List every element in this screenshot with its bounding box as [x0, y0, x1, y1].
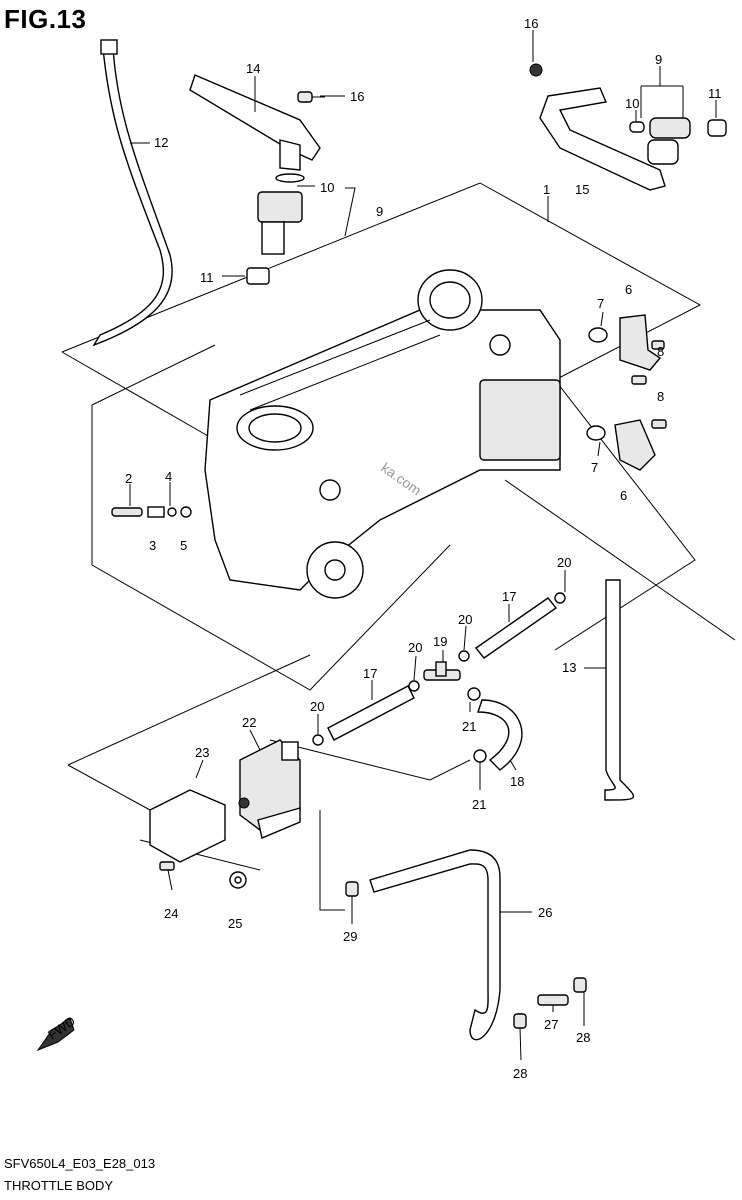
throttle-body-1: ka.com — [204, 269, 561, 599]
callout-20a: 20 — [557, 555, 571, 570]
injector-9-top — [246, 191, 303, 285]
callout-24: 24 — [164, 906, 178, 921]
sensor-6-upper — [588, 314, 665, 385]
callouts: 1 2 3 4 5 6 6 7 7 8 8 9 9 10 10 11 11 12… — [125, 16, 722, 1081]
fwd-arrow-icon: FWD — [36, 1013, 78, 1052]
screw-24 — [159, 861, 175, 891]
callout-17b: 17 — [363, 666, 377, 681]
callout-7a: 7 — [597, 296, 604, 311]
figure-title: FIG.13 — [4, 4, 87, 34]
figure-name: THROTTLE BODY — [4, 1178, 114, 1193]
callout-21b: 21 — [472, 797, 486, 812]
washer-4 — [167, 507, 177, 517]
callout-20b: 20 — [458, 612, 472, 627]
callout-19: 19 — [433, 634, 447, 649]
hose-17-right — [474, 597, 558, 659]
callout-15: 15 — [575, 182, 589, 197]
callout-27: 27 — [544, 1017, 558, 1032]
hose-26 — [369, 849, 501, 1041]
hose-18 — [477, 699, 523, 771]
callout-11a: 11 — [708, 86, 722, 101]
callout-8b: 8 — [657, 389, 664, 404]
callout-10a: 10 — [625, 96, 639, 111]
callout-16a: 16 — [524, 16, 538, 31]
sensor-6-lower — [586, 419, 667, 471]
callout-6a: 6 — [625, 282, 632, 297]
callout-20d: 20 — [310, 699, 324, 714]
screw-16-top — [297, 91, 325, 103]
callout-7b: 7 — [591, 460, 598, 475]
callout-22: 22 — [242, 715, 256, 730]
leader-lines — [129, 30, 717, 1061]
joint-27 — [537, 994, 569, 1006]
callout-4: 4 — [165, 469, 172, 484]
callout-18: 18 — [510, 774, 524, 789]
screw-2 — [111, 507, 143, 517]
callout-2: 2 — [125, 471, 132, 486]
callout-20c: 20 — [408, 640, 422, 655]
clamp-28-left — [513, 1013, 527, 1029]
joint-19 — [423, 661, 461, 681]
hose-13 — [604, 579, 634, 801]
callout-13: 13 — [562, 660, 576, 675]
solenoid-valve-22 — [238, 739, 301, 839]
callout-29: 29 — [343, 929, 357, 944]
assembly-outline — [61, 182, 736, 911]
callout-12: 12 — [154, 135, 168, 150]
callout-6b: 6 — [620, 488, 627, 503]
fuel-delivery-pipe-14 — [189, 74, 321, 183]
hose-17-left — [327, 685, 415, 741]
callout-5: 5 — [180, 538, 187, 553]
callout-17a: 17 — [502, 589, 516, 604]
injector-9-right — [629, 117, 727, 165]
clamps-20-21 — [312, 592, 566, 763]
clamp-29 — [345, 881, 359, 897]
callout-23: 23 — [195, 745, 209, 760]
callout-9b: 9 — [376, 204, 383, 219]
callout-11b: 11 — [200, 270, 214, 285]
fuel-pipe-15 — [529, 63, 666, 191]
callout-26: 26 — [538, 905, 552, 920]
spring-3 — [147, 506, 165, 518]
o-ring-5 — [180, 506, 192, 518]
figure-code: SFV650L4_E03_E28_013 — [4, 1156, 156, 1171]
callout-10b: 10 — [320, 180, 334, 195]
clamp-28-right — [573, 977, 587, 993]
hose-12 — [92, 39, 173, 347]
bracket-23 — [149, 789, 226, 863]
callout-8a: 8 — [657, 344, 664, 359]
nut-25 — [229, 871, 247, 889]
callout-16b: 16 — [350, 89, 364, 104]
callout-1: 1 — [543, 182, 550, 197]
callout-3: 3 — [149, 538, 156, 553]
callout-28b: 28 — [513, 1066, 527, 1081]
callout-21a: 21 — [462, 719, 476, 734]
callout-9a: 9 — [655, 52, 662, 67]
callout-28a: 28 — [576, 1030, 590, 1045]
callout-14: 14 — [246, 61, 260, 76]
callout-25: 25 — [228, 916, 242, 931]
